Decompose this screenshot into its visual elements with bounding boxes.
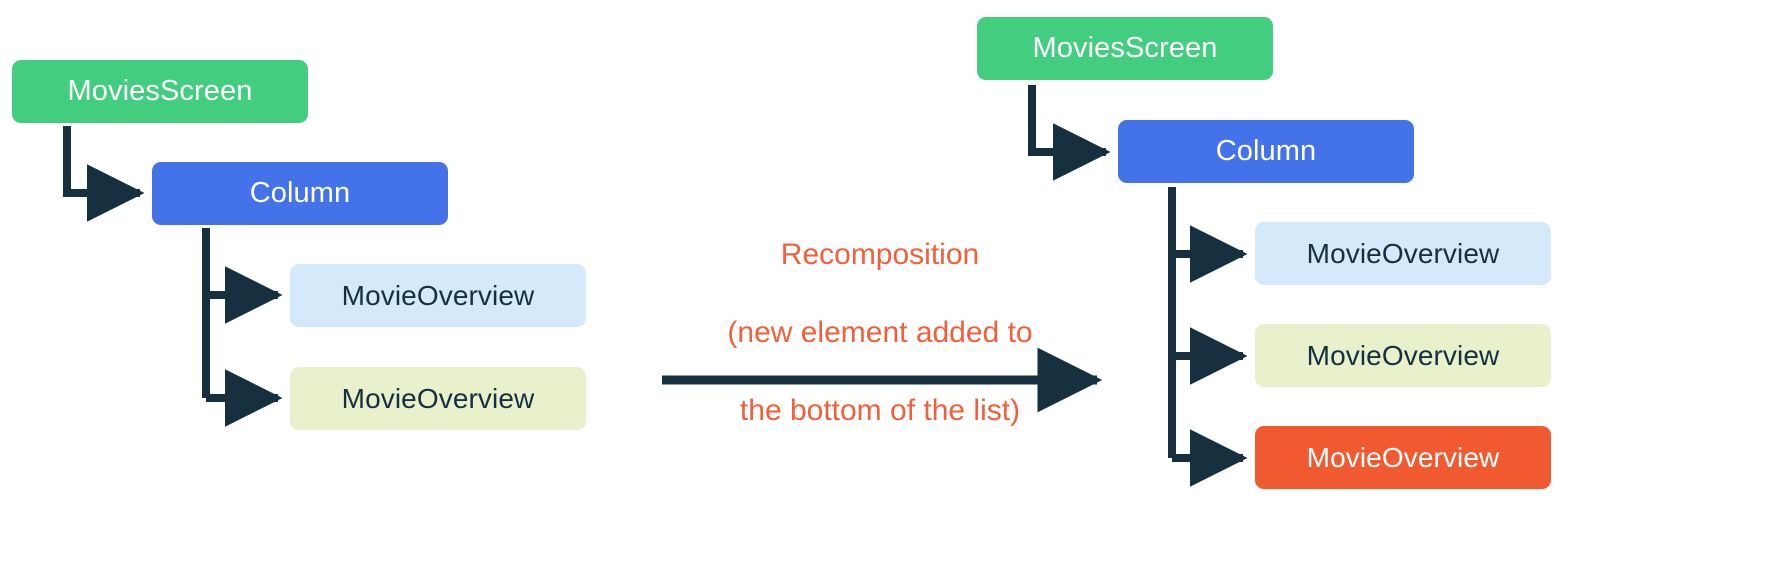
- right-node-movie-overview-3-label: MovieOverview: [1306, 441, 1500, 473]
- left-node-movie-overview-2-label: MovieOverview: [341, 382, 535, 414]
- right-edges-column-to-children: [1168, 187, 1248, 487]
- left-node-movie-overview-2[interactable]: MovieOverview: [290, 367, 586, 430]
- left-node-movie-overview-1-label: MovieOverview: [341, 279, 535, 311]
- right-node-column[interactable]: Column: [1118, 120, 1414, 183]
- right-node-movie-overview-3-new[interactable]: MovieOverview: [1255, 426, 1551, 489]
- right-node-movie-overview-1[interactable]: MovieOverview: [1255, 222, 1551, 285]
- left-node-movies-screen[interactable]: MoviesScreen: [12, 60, 308, 123]
- recomposition-caption-line-3: the bottom of the list): [739, 394, 1021, 427]
- right-node-movie-overview-2[interactable]: MovieOverview: [1255, 324, 1551, 387]
- left-edge-moviesscreen-to-column: [63, 126, 145, 222]
- left-edges-column-to-children: [202, 228, 283, 427]
- right-edge-moviesscreen-to-column: [1028, 85, 1111, 181]
- right-node-movies-screen[interactable]: MoviesScreen: [977, 17, 1273, 80]
- left-node-movie-overview-1[interactable]: MovieOverview: [290, 264, 586, 327]
- recomposition-caption: Recomposition (new element added to the …: [600, 196, 1160, 469]
- left-node-column[interactable]: Column: [152, 162, 448, 225]
- right-node-column-label: Column: [1215, 135, 1317, 167]
- recomposition-caption-line-1: Recomposition: [780, 238, 980, 271]
- right-node-movies-screen-label: MoviesScreen: [1032, 32, 1218, 64]
- right-node-movie-overview-2-label: MovieOverview: [1306, 339, 1500, 371]
- left-node-column-label: Column: [249, 177, 351, 209]
- left-node-movies-screen-label: MoviesScreen: [67, 75, 253, 107]
- recomposition-caption-line-2: (new element added to: [727, 316, 1033, 349]
- right-node-movie-overview-1-label: MovieOverview: [1306, 237, 1500, 269]
